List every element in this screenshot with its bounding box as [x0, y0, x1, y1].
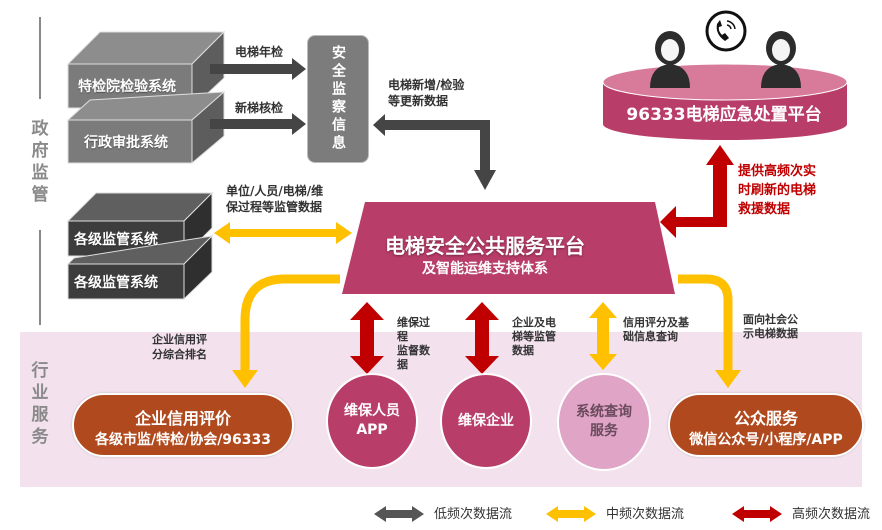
label-line: 面向社会公	[743, 313, 798, 326]
node-line: 服务	[590, 423, 618, 439]
public-service-title: 公众服务	[733, 409, 798, 428]
label-line: 提供高频次实	[738, 164, 817, 179]
legend-mid-arrow	[546, 506, 596, 522]
legend-high: 高频次数据流	[786, 503, 870, 522]
legend-mid: 中频次数据流	[600, 503, 684, 522]
update-data-label: 电梯新增/检验 等更新数据	[388, 77, 464, 109]
label-line: 维保过	[397, 316, 430, 329]
node-line: 维保企业	[458, 412, 514, 429]
arrow-enterprise-data	[465, 302, 499, 374]
operator-icon-right	[761, 31, 801, 88]
arrow-annual-inspection	[210, 58, 306, 80]
maintenance-data-label: 维保过 程 监督数 据	[397, 316, 430, 372]
low-freq-arrows	[210, 58, 496, 190]
approval-system-box	[66, 90, 226, 165]
realtime-rescue-label: 提供高频次实 时刷新的电梯 救援数据	[738, 162, 816, 219]
platform-subtitle: 及智能运维支持体系	[422, 261, 548, 277]
public-data-label: 面向社会公 示电梯数据	[743, 313, 798, 341]
label-line: 信用评分及基	[623, 316, 689, 329]
public-service-subtitle: 微信公众号/小程序/APP	[689, 432, 843, 448]
credit-evaluation-title: 企业信用评价	[134, 409, 231, 428]
label-line: 示电梯数据	[743, 327, 798, 340]
supervision-info-label: 安全监察信息	[330, 45, 346, 153]
node-line: 维保人员	[344, 403, 400, 419]
arrow-credit-rank-head	[232, 370, 258, 388]
legend-high-label: 高频次数据流	[792, 507, 871, 522]
legend-mid-label: 中频次数据流	[606, 507, 685, 522]
node-line: 系统查询	[576, 404, 632, 420]
arrow-public-data	[678, 274, 733, 372]
credit-evaluation-node: 企业信用评价 各级市监/特检/协会/96333	[72, 393, 294, 457]
label-line: 时刷新的电梯	[738, 183, 817, 198]
label-line: 单位/人员/电梯/维	[226, 184, 324, 198]
industry-label-text: 行业服务	[31, 361, 49, 447]
platform-title: 电梯安全公共服务平台	[385, 234, 585, 258]
label-line: 企业及电	[512, 316, 556, 329]
arrow-update-data	[373, 114, 496, 190]
arrow-supervision-data	[214, 222, 352, 244]
label-line: 救援数据	[738, 202, 791, 217]
legend-low-arrow	[374, 506, 424, 522]
label-line: 保过程等监管数据	[226, 200, 323, 214]
government-label-text: 政府监管	[31, 119, 49, 205]
maintenance-staff-app-node: 维保人员 APP	[326, 373, 418, 469]
arrow-maintenance-data	[350, 302, 384, 374]
arrow-realtime-rescue	[660, 145, 734, 238]
arrow-new-elevator-check	[210, 113, 306, 135]
divider-line	[39, 17, 41, 99]
legend-low-label: 低频次数据流	[434, 507, 513, 522]
supervision-info-box: 安全监察信息	[307, 35, 369, 163]
supervision-system-box-2	[66, 234, 214, 301]
arrow-public-data-head	[715, 370, 741, 388]
maintenance-company-node: 维保企业	[440, 373, 532, 469]
credit-evaluation-subtitle: 各级市监/特检/协会/96333	[94, 432, 272, 448]
annual-inspection-label: 电梯年检	[235, 45, 284, 59]
legend-high-arrow	[732, 506, 782, 522]
credit-query-label: 信用评分及基 础信息查询	[623, 316, 689, 344]
operator-icon-left	[650, 31, 690, 88]
phone-icon	[705, 10, 747, 52]
new-elevator-check-label: 新梯核检	[235, 101, 284, 115]
label-line: 电梯新增/检验	[388, 78, 465, 92]
legend-low: 低频次数据流	[428, 503, 512, 522]
approval-system-label: 行政审批系统	[84, 135, 168, 151]
system-query-node: 系统查询 服务	[557, 373, 651, 471]
label-line: 分综合排名	[152, 348, 207, 361]
label-line: 据	[397, 358, 408, 371]
public-service-node: 公众服务 微信公众号/小程序/APP	[668, 393, 864, 457]
arrow-credit-query	[589, 302, 617, 370]
label-line: 企业信用评	[152, 333, 207, 346]
label-line: 梯等监管	[512, 330, 556, 343]
divider-line	[39, 230, 41, 325]
label-line: 等更新数据	[388, 94, 449, 108]
supervision-data-label: 单位/人员/电梯/维 保过程等监管数据	[226, 183, 323, 215]
label-line: 程	[397, 330, 408, 343]
inspection-system-label: 特检院检验系统	[78, 79, 176, 95]
arrow-credit-rank	[240, 274, 340, 372]
node-line: APP	[356, 422, 388, 438]
platform-trapezoid	[342, 202, 675, 294]
enterprise-data-label: 企业及电 梯等监管 数据	[512, 316, 556, 358]
supervision-system-box-1	[66, 191, 214, 258]
supervision-system-label-2: 各级监管系统	[74, 275, 158, 291]
government-label: 政府监管	[30, 118, 50, 206]
industry-label: 行业服务	[30, 360, 50, 448]
credit-rank-label: 企业信用评 分综合排名	[152, 332, 207, 362]
supervision-system-label-1: 各级监管系统	[74, 232, 158, 248]
label-line: 数据	[512, 344, 534, 357]
emergency-platform-label: 96333电梯应急处置平台	[626, 105, 822, 125]
label-line: 监督数	[397, 344, 430, 357]
label-line: 础信息查询	[623, 330, 678, 343]
